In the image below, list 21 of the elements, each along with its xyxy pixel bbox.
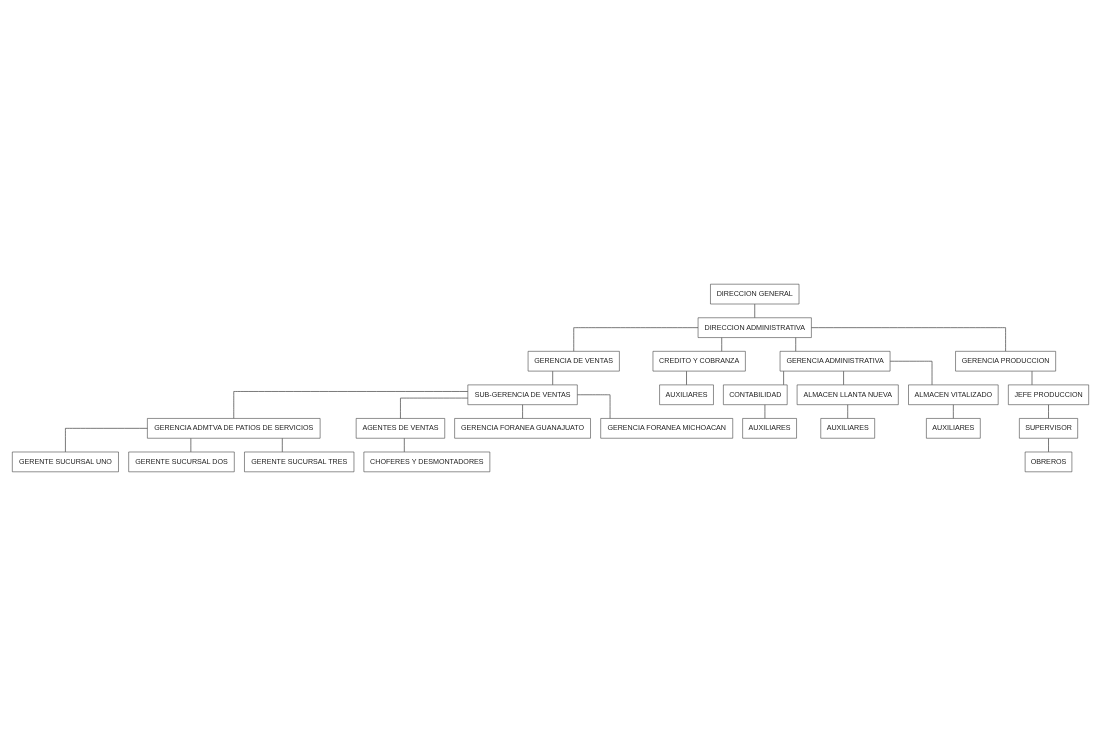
connector <box>754 303 756 318</box>
connector <box>233 391 469 419</box>
connector <box>686 370 687 386</box>
connector <box>811 327 1006 352</box>
connector <box>783 370 784 386</box>
connector <box>721 337 723 352</box>
connector <box>400 397 469 419</box>
connector <box>1048 438 1049 453</box>
connector <box>573 327 699 352</box>
connector <box>889 360 933 386</box>
connector <box>843 370 844 386</box>
connector <box>953 404 954 419</box>
connector <box>847 404 849 419</box>
connector <box>282 438 283 453</box>
connector <box>65 428 148 453</box>
connector <box>577 394 611 419</box>
connector <box>1048 404 1049 419</box>
connector <box>522 404 523 419</box>
connector <box>795 337 797 352</box>
connector <box>552 370 554 386</box>
connector <box>403 438 405 453</box>
